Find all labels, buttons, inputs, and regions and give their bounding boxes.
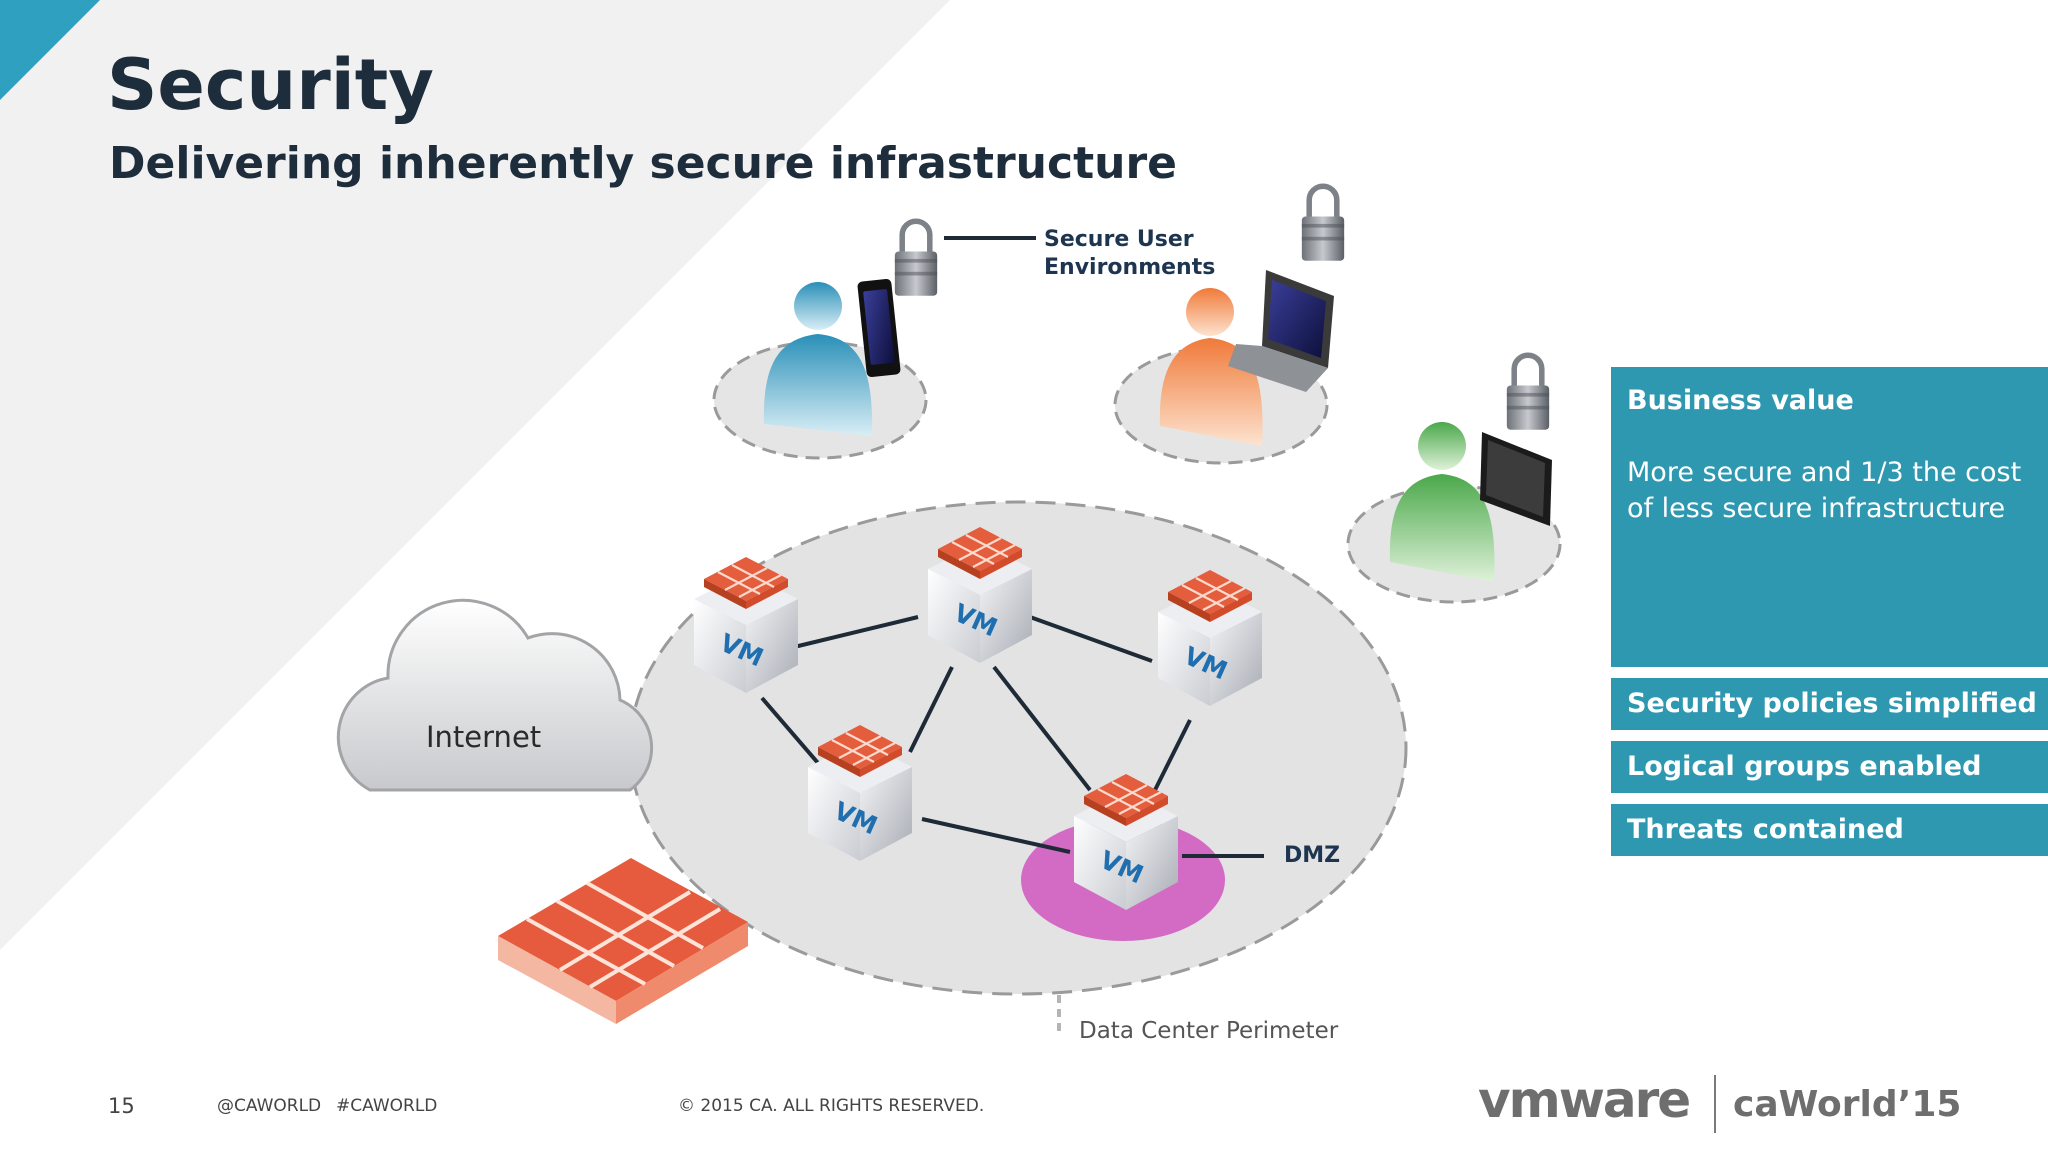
secure-user-line2: Environments — [1044, 255, 1216, 280]
caworld-logo: caWorld’15 — [1733, 1084, 1962, 1125]
smartphone-icon — [857, 278, 901, 378]
cloud-icon — [336, 598, 654, 792]
slide-title: Security — [107, 44, 434, 126]
firewall-icon — [498, 858, 748, 1024]
vm-cube-icon — [806, 723, 914, 863]
logo-divider — [1714, 1075, 1716, 1133]
business-value-text: More secure and 1/3 the cost of less sec… — [1627, 457, 2022, 524]
vm-cube-icon — [926, 525, 1034, 665]
social-handle: @CAWORLD — [217, 1096, 322, 1116]
user-icon — [763, 282, 873, 436]
vm-cube-icon — [692, 555, 800, 695]
lock-icon — [895, 221, 937, 296]
vm-cube-icon — [1072, 772, 1180, 912]
benefit-threats-contained: Threats contained — [1611, 804, 2048, 856]
business-value-heading: Business value — [1627, 385, 1854, 416]
corner-accent — [0, 0, 100, 100]
secure-user-line1: Secure User — [1044, 227, 1194, 252]
vm-cube-icon — [1156, 568, 1264, 708]
vmware-logo: vmware — [1478, 1071, 1691, 1129]
user-icon — [1389, 422, 1495, 582]
benefit-security-policies: Security policies simplified — [1611, 678, 2048, 730]
tablet-icon — [1480, 432, 1552, 526]
copyright-notice: © 2015 CA. ALL RIGHTS RESERVED. — [678, 1096, 985, 1116]
data-center-perimeter-label: Data Center Perimeter — [1079, 1018, 1339, 1044]
lock-icon — [1302, 186, 1344, 261]
benefit-logical-groups: Logical groups enabled — [1611, 741, 2048, 793]
lock-icon — [1507, 355, 1549, 430]
dmz-label: DMZ — [1284, 843, 1341, 868]
vm-connections — [760, 236, 1264, 858]
business-value-panel: Business value More secure and 1/3 the c… — [1611, 367, 2048, 667]
slide-subtitle: Delivering inherently secure infrastruct… — [109, 138, 1177, 189]
internet-label: Internet — [426, 720, 542, 754]
bg-triangle — [0, 0, 950, 950]
secure-user-environments-label: Secure User Environments — [1044, 226, 1215, 282]
page-number: 15 — [108, 1094, 135, 1118]
social-hashtag: #CAWORLD — [336, 1096, 438, 1116]
laptop-icon — [1228, 270, 1334, 392]
